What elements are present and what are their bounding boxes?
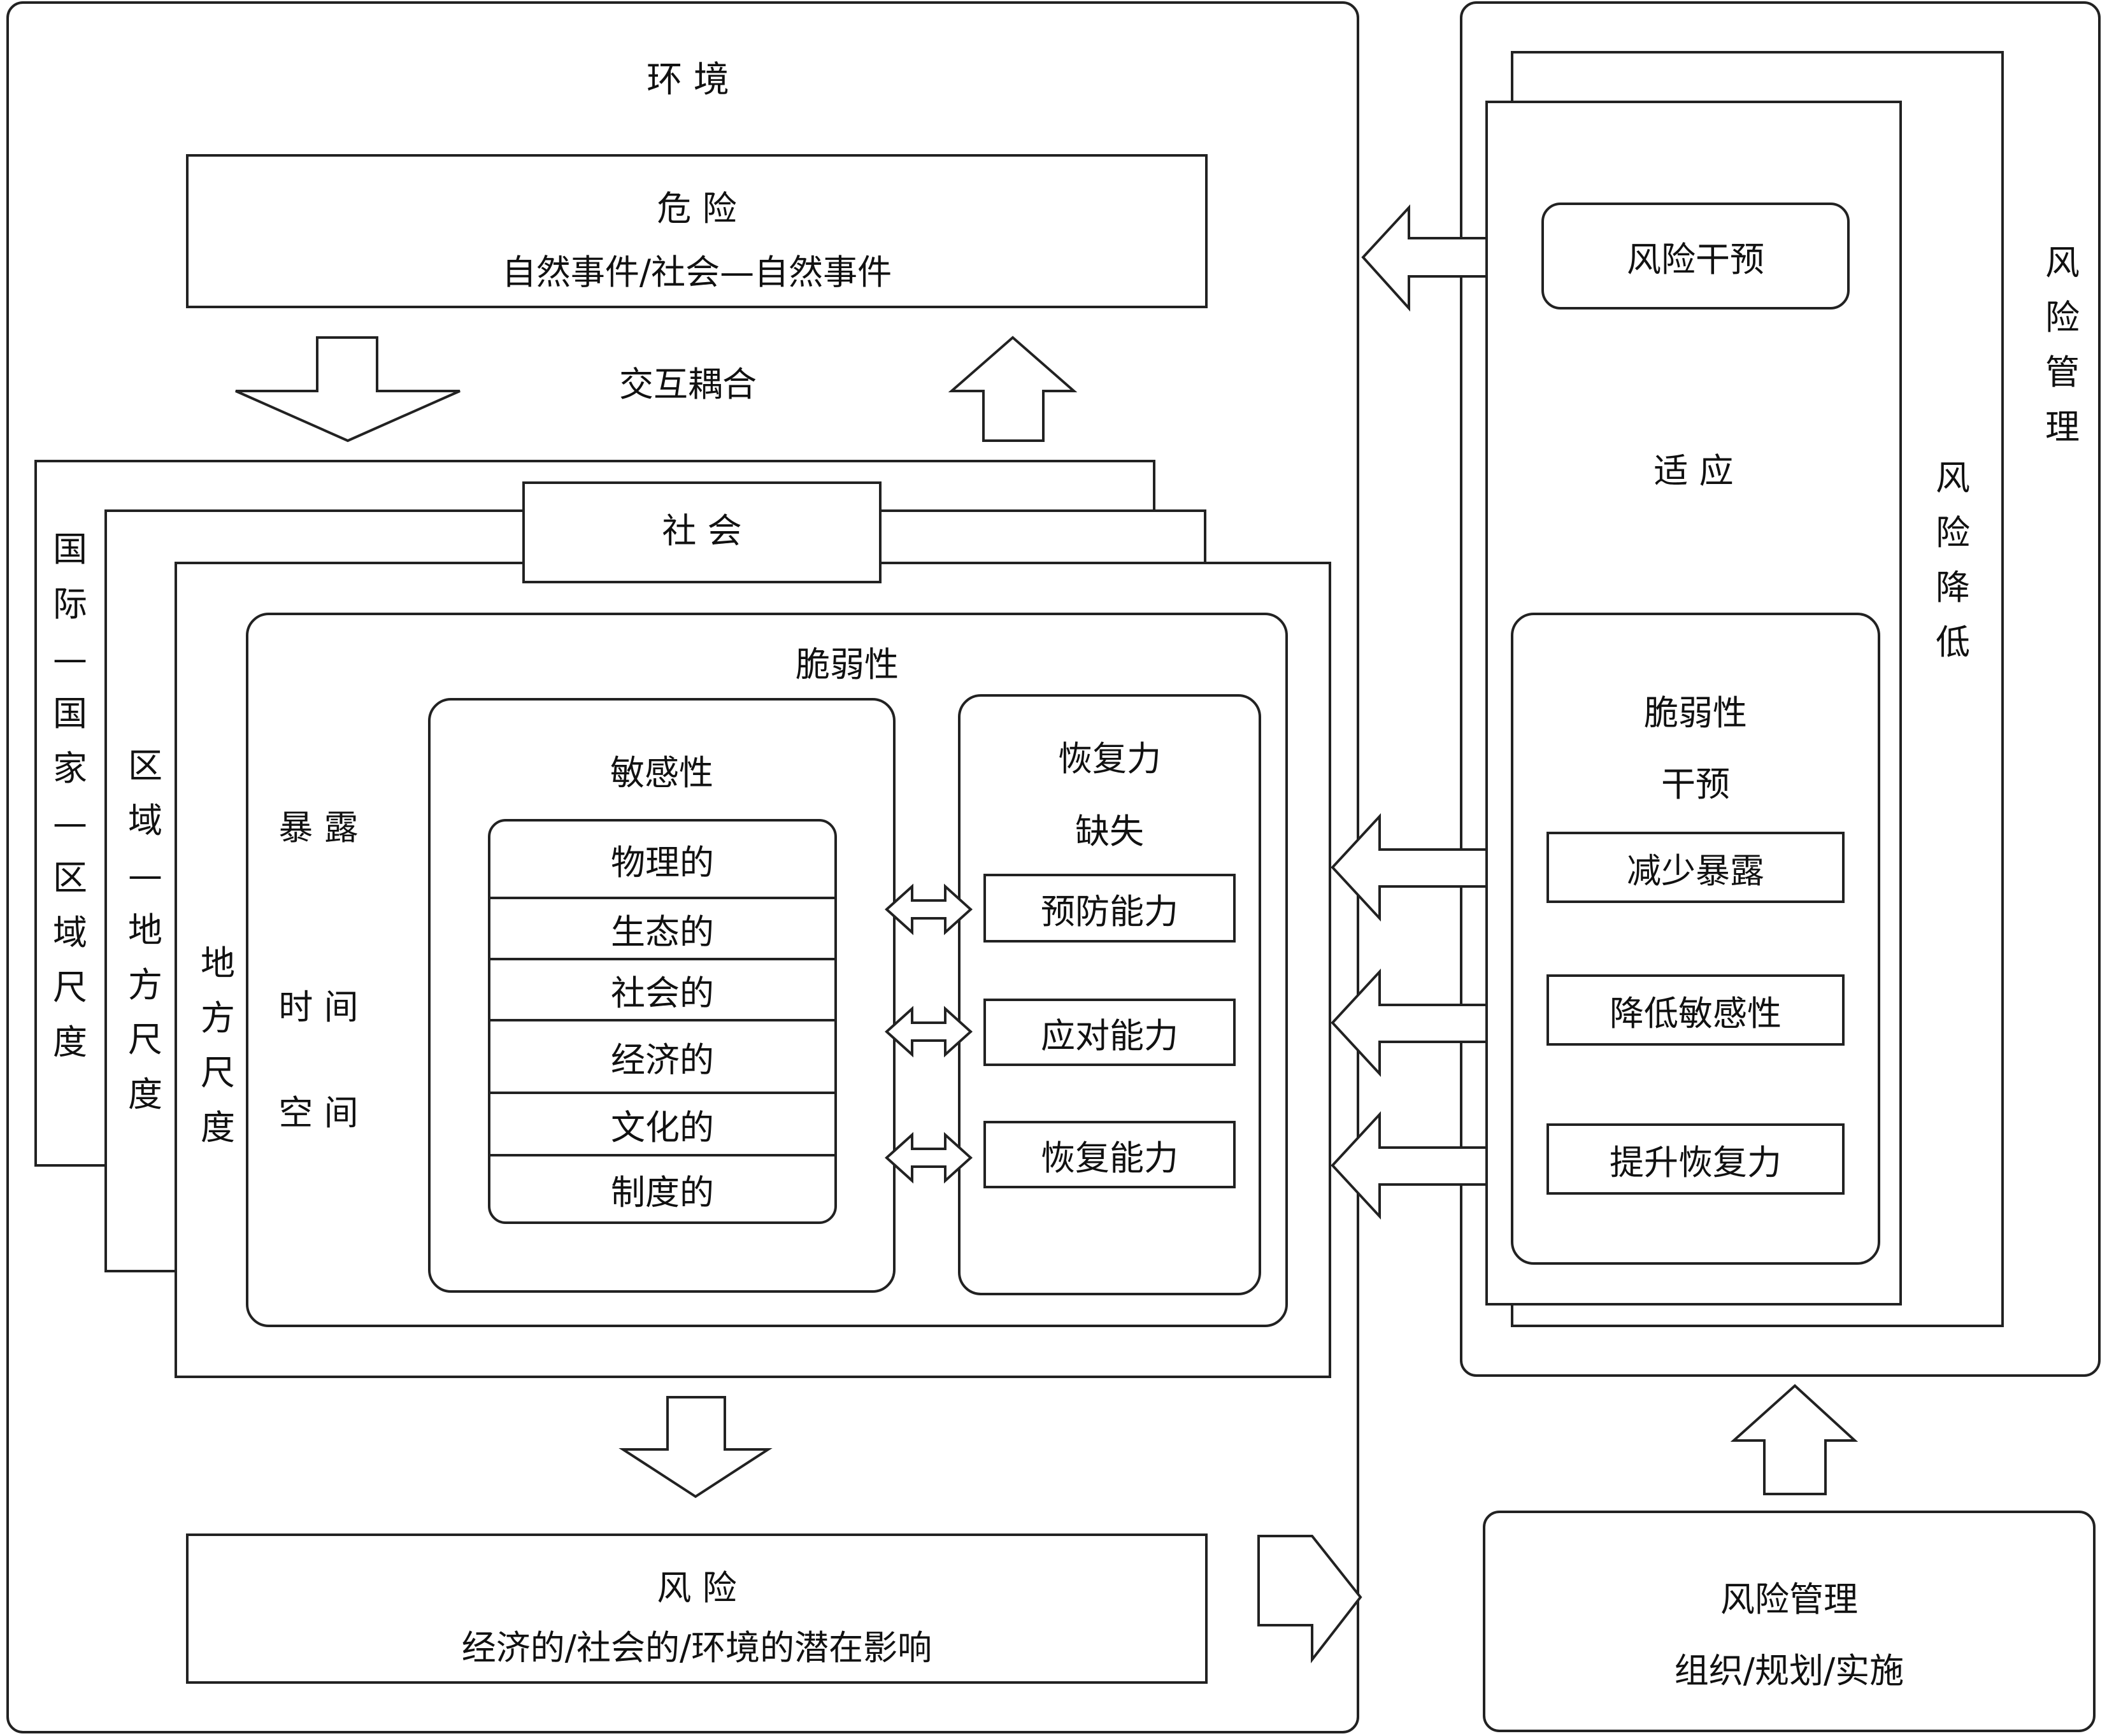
double-arrow-recovery: [885, 1132, 973, 1184]
reduce-sensitivity-label: 降低敏感性: [1610, 993, 1782, 1034]
risk-box: [186, 1533, 1208, 1684]
sensitivity-title: 敏感性: [610, 753, 713, 793]
hazard-title: 危 险: [657, 189, 737, 229]
risk-management-subtitle: 组织/规划/实施: [1674, 1651, 1904, 1691]
vulnerability-intervention-title: 脆弱性: [1644, 693, 1747, 733]
prevention-capacity-label: 预防能力: [1041, 891, 1178, 932]
reduce-sensitivity-box: 降低敏感性: [1546, 974, 1845, 1046]
local-scale-label: 地 方 尺 度: [201, 943, 235, 1148]
risk-intervention-box: 风险干预: [1541, 203, 1850, 309]
list-item: 文化的: [490, 1094, 834, 1156]
double-arrow-prevention: [885, 883, 973, 936]
right-arrow-risk-to-management: [1257, 1535, 1362, 1663]
recovery-capacity-box: 恢复能力: [983, 1121, 1236, 1188]
vulnerability-title: 脆弱性: [796, 644, 899, 685]
left-arrow-improve-resilience: [1331, 1111, 1488, 1220]
down-arrow-to-risk: [618, 1396, 773, 1498]
society-box: [522, 481, 882, 583]
list-item: 经济的: [490, 1021, 834, 1094]
time-label: 时 间: [278, 987, 359, 1027]
up-arrow-society-to-hazard: [948, 336, 1078, 442]
up-arrow-management-to-panel: [1730, 1384, 1859, 1495]
list-item: 社会的: [490, 960, 834, 1021]
double-arrow-coping: [885, 1006, 973, 1058]
sensitivity-item-institutional: 制度的: [611, 1172, 714, 1213]
resilience-deficit-box: [958, 694, 1261, 1295]
coping-capacity-box: 应对能力: [983, 999, 1236, 1066]
list-item: 制度的: [490, 1156, 834, 1221]
hazard-subtitle: 自然事件/社会—自然事件: [501, 252, 892, 292]
risk-management-title: 风险管理: [1720, 1579, 1858, 1619]
vulnerability-intervention-subtitle: 干预: [1661, 764, 1730, 804]
hazard-box: [186, 154, 1208, 308]
sensitivity-item-economic: 经济的: [611, 1039, 714, 1080]
risk-management-vertical-label: 风 险 管 理: [2045, 243, 2080, 447]
left-arrow-reduce-sensitivity: [1331, 968, 1488, 1078]
risk-intervention-label: 风险干预: [1627, 239, 1764, 280]
exposure-label: 暴 露: [278, 808, 359, 848]
prevention-capacity-box: 预防能力: [983, 874, 1236, 943]
adaptation-label: 适 应: [1653, 451, 1734, 491]
risk-management-box: [1483, 1511, 2096, 1732]
resilience-subtitle: 缺失: [1075, 811, 1144, 851]
sensitivity-item-physical: 物理的: [611, 842, 714, 883]
list-item: 物理的: [490, 822, 834, 899]
coupling-label: 交互耦合: [619, 364, 757, 404]
down-arrow-hazard-to-society: [235, 336, 461, 443]
sensitivity-item-ecological: 生态的: [611, 911, 714, 952]
risk-reduction-vertical-label: 风 险 降 低: [1936, 458, 1970, 662]
risk-title: 风 险: [657, 1568, 737, 1608]
improve-resilience-box: 提升恢复力: [1546, 1123, 1845, 1195]
society-title: 社 会: [662, 511, 742, 551]
recovery-capacity-label: 恢复能力: [1041, 1137, 1178, 1178]
risk-subtitle: 经济的/社会的/环境的潜在影响: [461, 1628, 932, 1668]
coping-capacity-label: 应对能力: [1041, 1015, 1178, 1056]
environment-title: 环 境: [646, 59, 729, 101]
list-item: 生态的: [490, 899, 834, 960]
sensitivity-item-social: 社会的: [611, 972, 714, 1013]
reduce-exposure-box: 减少暴露: [1546, 832, 1845, 903]
left-arrow-reduce-exposure: [1331, 813, 1488, 922]
reduce-exposure-label: 减少暴露: [1627, 850, 1764, 891]
resilience-title: 恢复力: [1058, 739, 1161, 779]
left-arrow-intervention-to-hazard: [1361, 204, 1488, 312]
regional-scale-label: 区 域 — 地 方 尺 度: [128, 746, 162, 1114]
space-label: 空 间: [278, 1093, 359, 1133]
international-scale-label: 国 际 — 国 家 — 区 域 尺 度: [53, 529, 87, 1062]
sensitivity-list: 物理的 生态的 社会的 经济的 文化的 制度的: [488, 819, 837, 1224]
improve-resilience-label: 提升恢复力: [1610, 1142, 1782, 1183]
sensitivity-item-cultural: 文化的: [611, 1107, 714, 1148]
